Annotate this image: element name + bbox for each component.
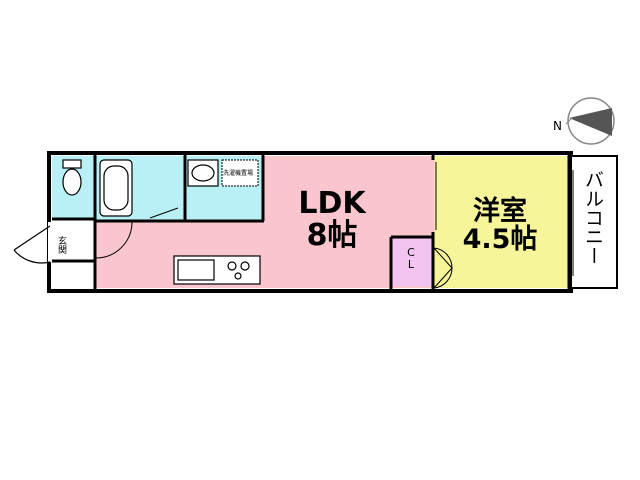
western-label: 洋室 4.5帖 — [455, 196, 545, 256]
western-room-floor — [434, 156, 568, 288]
closet-floor — [392, 238, 432, 286]
washroom-door — [95, 221, 133, 259]
toilet-fixture — [62, 159, 82, 196]
closet-doors — [433, 247, 453, 289]
laundry-area — [221, 159, 259, 187]
closet-label-l: L — [407, 257, 415, 271]
compass-needle — [569, 108, 612, 136]
compass-line — [565, 117, 573, 125]
ldk-size: 8帖 — [306, 217, 358, 253]
western-door — [431, 160, 437, 232]
western-size: 4.5帖 — [462, 224, 538, 256]
laundry-label: 洗濯機置場 — [223, 170, 254, 177]
entrance-door — [13, 222, 52, 264]
western-name: 洋室 — [473, 196, 527, 227]
bathtub — [99, 159, 133, 217]
closet-label-c: C — [407, 246, 415, 259]
ldk-label: LDK 8帖 — [282, 188, 382, 251]
compass — [565, 97, 615, 145]
closet-label: C L — [396, 247, 426, 270]
kitchen-counter — [173, 255, 261, 285]
balcony — [570, 155, 618, 289]
bath-door — [149, 207, 179, 219]
entrance-label: 玄関 — [56, 236, 66, 254]
balcony-label: バルコニー — [582, 170, 604, 265]
compass-label: N — [553, 119, 562, 133]
washbasin — [187, 159, 219, 187]
ldk-name: LDK — [298, 186, 366, 221]
